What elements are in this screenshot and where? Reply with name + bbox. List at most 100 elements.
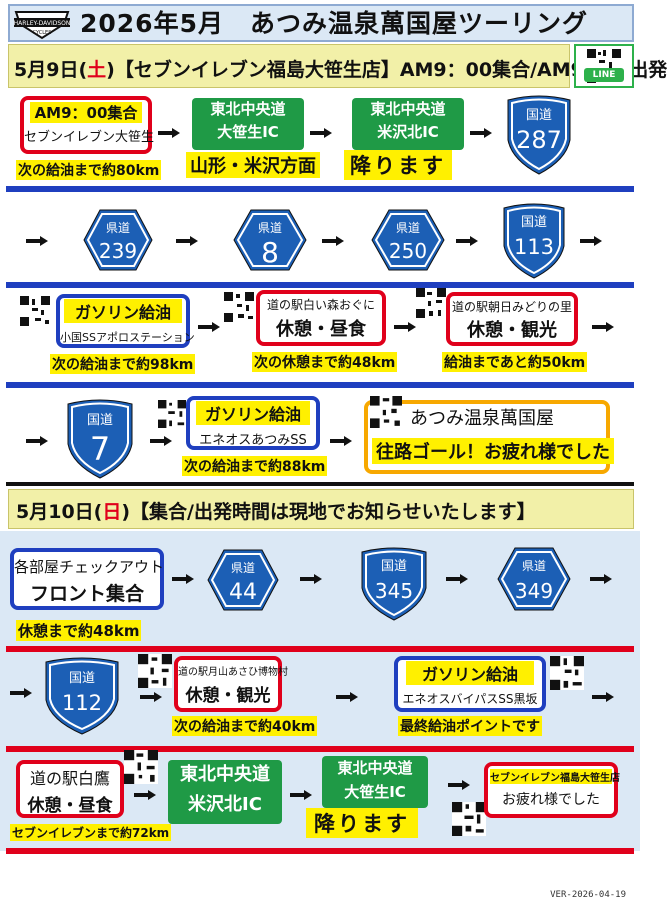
qr-code[interactable] [452, 802, 486, 836]
svg-text:345: 345 [375, 579, 413, 603]
qr-code[interactable] [416, 288, 446, 318]
svg-text:県道: 県道 [258, 221, 282, 235]
direction-note: 山形・米沢方面 [186, 152, 320, 178]
prefectural-route-349-sign: 県道 349 [496, 546, 572, 612]
svg-text:国道: 国道 [381, 559, 407, 574]
svg-text:7: 7 [90, 430, 110, 468]
prefectural-route-44-sign: 県道 44 [206, 548, 280, 612]
divider [6, 282, 634, 288]
rest-purpose: 休憩・観光 [185, 686, 271, 706]
divider [6, 746, 634, 752]
start-box: AM9：00集合 セブンイレブン大笹生 [20, 96, 154, 154]
rest-note: 給油まであと約50km [442, 352, 588, 372]
rest-note: 次の休憩まで約48km [252, 352, 398, 372]
version-label: VER-2026-04-19 [550, 890, 626, 900]
arrow-icon [290, 790, 312, 800]
qr-code[interactable] [550, 656, 584, 690]
exit-note: 降ります [344, 150, 452, 180]
day1-date-bar [8, 44, 570, 88]
arrow-icon [150, 436, 172, 446]
svg-text:113: 113 [514, 235, 554, 259]
ic-line1: 東北中央道 [210, 100, 286, 118]
meet-location: フロント集合 [29, 583, 144, 605]
start-note: 次の給油まで約80km [16, 160, 162, 180]
day1-date-text: 5月9日(土)【セブンイレブン福島大笹生店】AM9：00集合/AM9：30出発 [14, 59, 667, 81]
ic-line1: 東北中央道 [337, 759, 413, 777]
national-route-112-sign: 国道 112 [42, 656, 122, 736]
svg-text:8: 8 [261, 236, 279, 269]
ic-sign-osasou-2: 東北中央道大笹生IC [322, 756, 428, 808]
ic-sign-yonezawa-2: 東北中央道米沢北IC [168, 760, 282, 824]
qr-code[interactable] [158, 400, 186, 428]
svg-text:CYCLES: CYCLES [33, 30, 52, 36]
exit-note: 降ります [306, 808, 418, 838]
rest-purpose: 休憩・昼食 [27, 796, 113, 816]
arrow-icon [172, 574, 194, 584]
ic-line2: 大笹生IC [344, 783, 406, 801]
prefectural-route-239-sign: 県道 239 [82, 208, 154, 272]
rest-stop-asahi-box: 道の駅朝日みどりの里 休憩・観光 [446, 292, 578, 346]
divider [6, 186, 634, 192]
gas-note: 最終給油ポイントです [398, 716, 542, 736]
day-divider [6, 482, 634, 486]
svg-text:国道: 国道 [526, 108, 552, 123]
arrow-icon [134, 790, 156, 800]
end-message: お疲れ様でした [502, 792, 600, 808]
harley-logo: HARLEY-DAVIDSON CYCLES [12, 6, 72, 40]
arrow-icon [26, 236, 48, 246]
ic-line2: 米沢北IC [377, 123, 439, 141]
gas-stop-oguni-box: ガソリン給油 小国SSアポロステーション [56, 294, 195, 348]
rest-purpose: 休憩・観光 [467, 320, 557, 341]
gas-title: ガソリン給油 [196, 401, 310, 425]
svg-text:県道: 県道 [396, 221, 420, 235]
national-route-7-sign: 国道 7 [64, 398, 136, 480]
gas-note: 次の給油まで約98km [50, 354, 196, 374]
arrow-icon [580, 236, 602, 246]
arrow-icon [470, 128, 492, 138]
arrow-icon [592, 322, 614, 332]
ic-line2: 大笹生IC [217, 123, 279, 141]
svg-text:349: 349 [515, 579, 553, 603]
goal-message: 往路ゴール！お疲れ様でした [372, 438, 614, 464]
rest-stop-gassan-box: 道の駅月山あさひ博物村 休憩・観光 [174, 656, 288, 712]
header-bar [8, 4, 634, 42]
gas-note: 次の給油まで約88km [182, 456, 328, 476]
page-title: 2026年5月 あつみ温泉萬国屋ツーリング [80, 9, 588, 38]
svg-text:国道: 国道 [521, 215, 547, 230]
day2-date-text: 5月10日(日)【集合/出発時間は現地でお知らせいたします】 [16, 501, 536, 523]
svg-text:250: 250 [389, 239, 427, 263]
gas-station-name: エネオスあつみSS [199, 433, 307, 448]
arrow-icon [140, 692, 162, 702]
arrow-icon [592, 692, 614, 702]
svg-text:239: 239 [99, 239, 137, 263]
gas-title: ガソリン給油 [406, 661, 534, 685]
divider [6, 382, 634, 388]
arrow-icon [26, 436, 48, 446]
arrow-icon [590, 574, 612, 584]
qr-code[interactable] [370, 396, 402, 428]
national-route-287-sign: 国道 287 [504, 94, 574, 176]
divider [6, 848, 634, 854]
qr-code[interactable] [20, 296, 50, 326]
goal-name: あつみ温泉萬国屋 [410, 408, 554, 429]
checkout-label: 各部屋チェックアウト [14, 558, 165, 576]
ic-line1: 東北中央道 [180, 764, 270, 785]
national-route-345-sign: 国道 345 [358, 546, 430, 622]
svg-text:国道: 国道 [87, 413, 113, 428]
checkout-box: 各部屋チェックアウト フロント集合 [10, 548, 164, 610]
ic-line2: 米沢北IC [188, 794, 262, 815]
arrow-icon [394, 322, 416, 332]
rest-note: セブンイレブンまで約72km [10, 824, 172, 841]
gas-station-name: エネオスバイパスSS黒坂 [402, 692, 538, 706]
gas-title: ガソリン給油 [64, 299, 182, 323]
rest-note: 次の給油まで約40km [172, 716, 318, 736]
rest-stop-shirataka-box: 道の駅白鷹 休憩・昼食 [16, 760, 124, 818]
qr-code[interactable] [124, 750, 158, 784]
ic-sign-osasou-1: 東北中央道大笹生IC [192, 98, 304, 150]
qr-code[interactable] [138, 654, 172, 688]
rest-stop-oguni-box: 道の駅白い森おぐに 休憩・昼食 [256, 290, 386, 346]
arrow-icon [456, 236, 478, 246]
end-point-name: セブンイレブン福島大笹生店 [490, 769, 620, 784]
rest-name: 道の駅朝日みどりの里 [451, 300, 572, 314]
qr-code[interactable] [224, 292, 254, 322]
